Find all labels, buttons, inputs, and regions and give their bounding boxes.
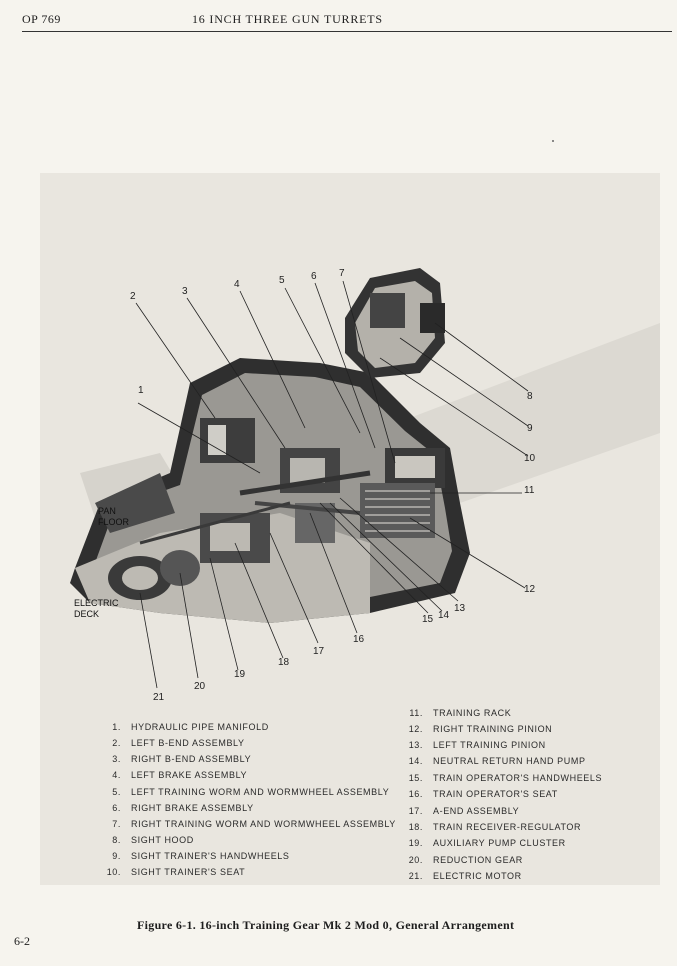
stray-mark	[552, 140, 554, 142]
legend-item: 3.RIGHT B-END ASSEMBLY	[112, 754, 252, 764]
callout-7: 7	[339, 268, 345, 279]
callout-11: 11	[524, 485, 535, 496]
callout-1: 1	[138, 385, 144, 396]
legend-item: 4.LEFT BRAKE ASSEMBLY	[112, 770, 248, 780]
callout-2: 2	[130, 291, 136, 302]
legend-item: 16.TRAIN OPERATOR'S SEAT	[408, 789, 558, 799]
legend-item: 1.HYDRAULIC PIPE MANIFOLD	[112, 722, 269, 732]
callout-16: 16	[353, 634, 365, 645]
document-code: OP 769	[22, 12, 61, 26]
legend-item: 19.AUXILIARY PUMP CLUSTER	[408, 838, 566, 848]
training-gear-illustration	[70, 268, 660, 689]
legend-item: 8.SIGHT HOOD	[112, 835, 194, 845]
callout-20: 20	[194, 681, 206, 692]
callout-8: 8	[527, 391, 533, 402]
page-number: 6-2	[14, 934, 30, 948]
legend-item: 6.RIGHT BRAKE ASSEMBLY	[112, 803, 254, 813]
legend-item: 21.ELECTRIC MOTOR	[408, 871, 522, 881]
legend-item: 15.TRAIN OPERATOR'S HANDWHEELS	[408, 773, 603, 783]
callout-4: 4	[234, 279, 240, 290]
legend-item: 17.A-END ASSEMBLY	[408, 806, 520, 816]
callout-12: 12	[524, 584, 536, 595]
legend-item: 2.LEFT B-END ASSEMBLY	[112, 738, 245, 748]
legend-item: 18.TRAIN RECEIVER-REGULATOR	[408, 822, 582, 832]
running-title: 16 INCH THREE GUN TURRETS	[192, 12, 383, 26]
legend-item: 5.LEFT TRAINING WORM AND WORMWHEEL ASSEM…	[112, 787, 390, 797]
legend-item: 14.NEUTRAL RETURN HAND PUMP	[408, 756, 586, 766]
callout-9: 9	[527, 423, 533, 434]
callout-3: 3	[182, 286, 188, 297]
callout-19: 19	[234, 669, 246, 680]
legend-item: 20.REDUCTION GEAR	[408, 855, 523, 865]
callout-15: 15	[422, 614, 434, 625]
legend-item: 12.RIGHT TRAINING PINION	[408, 724, 553, 734]
legend-item: 10.SIGHT TRAINER'S SEAT	[106, 867, 246, 877]
legend-item: 13.LEFT TRAINING PINION	[408, 740, 546, 750]
callout-10: 10	[524, 453, 536, 464]
callout-5: 5	[279, 275, 285, 286]
legend-item: 7.RIGHT TRAINING WORM AND WORMWHEEL ASSE…	[112, 819, 396, 829]
callout-6: 6	[311, 271, 317, 282]
callout-18: 18	[278, 657, 290, 668]
callout-14: 14	[438, 610, 450, 621]
legend-item: 9.SIGHT TRAINER'S HANDWHEELS	[112, 851, 290, 861]
callout-13: 13	[454, 603, 466, 614]
callout-21: 21	[153, 692, 165, 703]
legend-item: 11.TRAINING RACK	[409, 708, 512, 718]
figure-caption: Figure 6-1. 16-inch Training Gear Mk 2 M…	[137, 918, 515, 932]
callout-17: 17	[313, 646, 325, 657]
page-header: OP 769 16 INCH THREE GUN TURRETS	[22, 9, 672, 32]
